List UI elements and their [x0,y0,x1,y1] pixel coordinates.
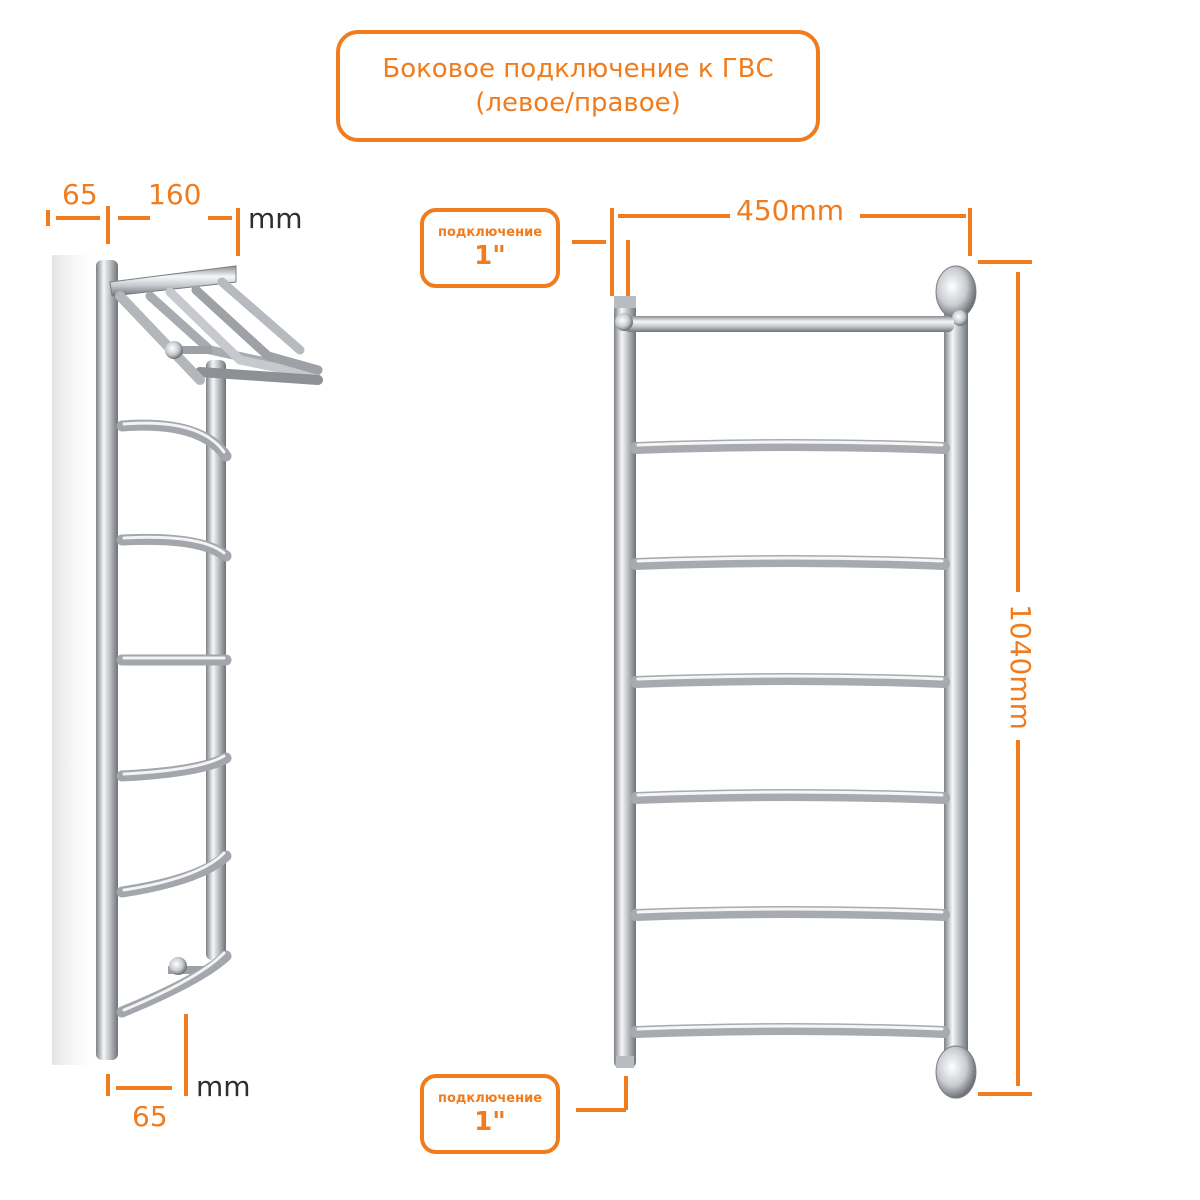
front-height-label: 1040mm [1004,604,1037,730]
side-bottom-unit-label: mm [196,1070,251,1103]
title-box: Боковое подключение к ГВС (левое/правое) [336,30,820,142]
front-wall-mount-top [935,265,977,326]
connection-top-label: подключение [437,225,543,240]
side-wall-bracket-top [165,341,212,359]
side-bottom-offset-label: 65 [132,1100,168,1133]
side-shelf-depth-label: 160 [148,178,202,211]
side-top-offset-label: 65 [62,178,98,211]
front-width-label: 450mm [736,194,844,227]
connection-bottom-label: подключение [437,1091,543,1106]
side-dimension-lines [46,206,240,1096]
front-crossbars [630,439,950,1038]
side-shelf [109,265,323,385]
side-view [52,255,323,1065]
front-view [614,265,977,1099]
connection-bottom-box: подключение 1" [420,1074,560,1154]
front-wall-mount-bottom [935,1045,977,1099]
side-top-unit-label: mm [248,202,303,235]
title-line-2: (левое/правое) [475,88,681,118]
side-wall-bracket-bottom [168,957,212,975]
connection-top-box: подключение 1" [420,208,560,288]
front-left-thread-bottom [616,1056,634,1068]
connection-bottom-value: 1" [474,1107,506,1137]
connection-top-value: 1" [474,241,506,271]
front-dimension-lines [572,208,1032,1112]
side-main-pipe [96,260,118,1060]
front-left-post [614,300,636,1068]
front-crossbar-top [624,316,954,332]
wall-shadow [52,255,102,1065]
front-right-post [944,272,968,1092]
title-line-1: Боковое подключение к ГВС [382,54,774,84]
front-left-thread-top [614,296,636,308]
